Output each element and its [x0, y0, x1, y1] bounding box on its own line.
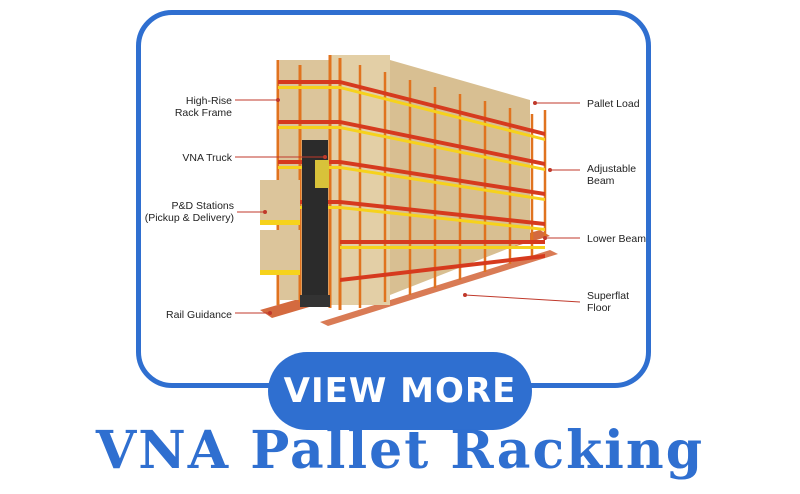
vna-truck-shape — [300, 140, 330, 307]
leader-dots — [263, 98, 552, 315]
label-high-rise-rack-frame: High-Rise Rack Frame — [174, 95, 232, 119]
label-adjustable-beam: Adjustable Beam — [587, 163, 637, 187]
label-pd-stations: P&D Stations (Pickup & Delivery) — [144, 200, 234, 224]
adjustable-beams — [340, 80, 545, 282]
label-rail-guidance: Rail Guidance — [166, 309, 232, 321]
leader-lines — [235, 99, 581, 314]
pd-stations-shape — [260, 180, 300, 275]
label-superflat-floor: Superflat Floor — [587, 290, 630, 314]
page-title: VNA Pallet Racking — [95, 420, 705, 481]
label-lower-beam: Lower Beam — [587, 233, 646, 245]
floor-rail-2 — [320, 250, 558, 326]
view-more-button[interactable]: VIEW MORE — [268, 352, 532, 430]
label-pallet-load: Pallet Load — [587, 98, 640, 110]
label-vna-truck: VNA Truck — [182, 152, 232, 164]
vna-racking-diagram — [235, 55, 581, 326]
